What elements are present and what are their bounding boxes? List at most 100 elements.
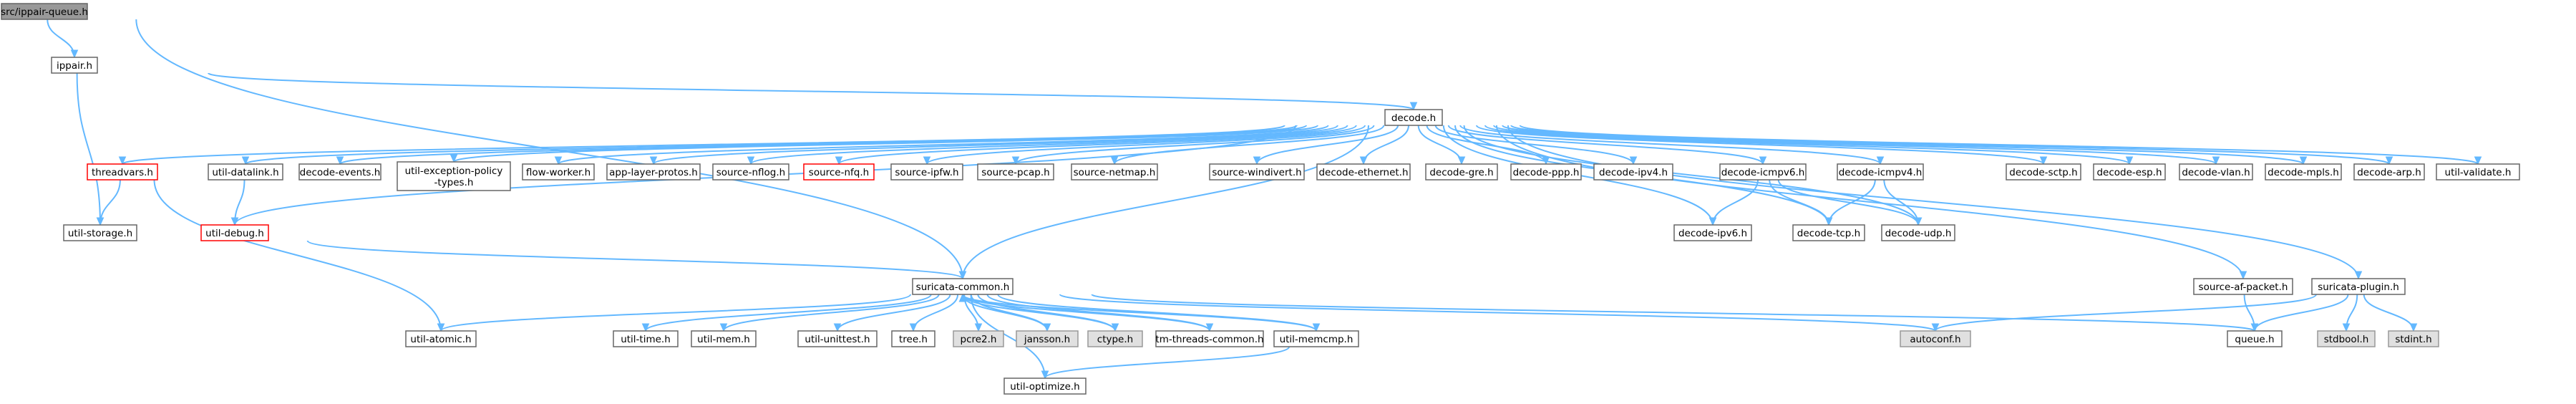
node-decode-sctp[interactable]: decode-sctp.h <box>2006 163 2081 181</box>
node-ctype[interactable]: ctype.h <box>1087 330 1143 347</box>
node-label: src/ippair-queue.h <box>1 6 88 18</box>
edge-decode-to-source-pcap <box>1011 125 1375 165</box>
node-util-exception-policy-types[interactable]: util-exception-policy-types.h <box>397 161 511 191</box>
node-util-optimize[interactable]: util-optimize.h <box>1003 377 1087 395</box>
node-label: ctype.h <box>1097 334 1133 345</box>
edge-suricata-plugin-to-stdint <box>2363 294 2418 332</box>
node-decode-events[interactable]: decode-events.h <box>298 163 381 181</box>
node-util-memcmp[interactable]: util-memcmp.h <box>1273 330 1359 347</box>
node-util-validate[interactable]: util-validate.h <box>2436 163 2520 181</box>
edge-util-memcmp-to-util-optimize <box>1041 346 1291 380</box>
edge-util-debug-to-suricata-common <box>306 240 967 280</box>
node-ippair[interactable]: ippair.h <box>51 57 98 74</box>
node-suricata-common[interactable]: suricata-common.h <box>912 278 1014 295</box>
node-util-unittest[interactable]: util-unittest.h <box>797 330 878 347</box>
node-decode[interactable]: decode.h <box>1384 109 1443 126</box>
edge-decode-to-source-af-packet <box>1495 125 2247 280</box>
node-label: source-pcap.h <box>981 167 1049 178</box>
edge-decode-to-threadvars <box>118 125 1285 165</box>
edge-threadvars-to-util-storage <box>96 179 121 226</box>
node-label: app-layer-protos.h <box>609 167 698 178</box>
node-label: suricata-plugin.h <box>2318 282 2399 293</box>
node-label: source-nflog.h <box>716 167 785 178</box>
node-flow-worker[interactable]: flow-worker.h <box>522 163 595 181</box>
node-label: decode-ipv6.h <box>1678 228 1747 239</box>
node-decode-tcp[interactable]: decode-tcp.h <box>1792 224 1865 241</box>
node-decode-ppp[interactable]: decode-ppp.h <box>1510 163 1582 181</box>
node-queue[interactable]: queue.h <box>2227 330 2283 347</box>
node-ippair-queue[interactable]: src/ippair-queue.h <box>1 3 88 20</box>
edge-suricata-common-to-autoconf <box>1059 294 1940 332</box>
node-decode-vlan[interactable]: decode-vlan.h <box>2179 163 2253 181</box>
node-label: util-optimize.h <box>1010 381 1080 393</box>
node-source-netmap[interactable]: source-netmap.h <box>1071 163 1158 181</box>
node-stdint[interactable]: stdint.h <box>2388 330 2439 347</box>
node-app-layer-protos[interactable]: app-layer-protos.h <box>606 163 701 181</box>
edge-jansson-to-suricata-common <box>958 293 1048 332</box>
node-source-af-packet[interactable]: source-af-packet.h <box>2193 278 2293 295</box>
node-util-time[interactable]: util-time.h <box>613 330 679 347</box>
node-source-windivert[interactable]: source-windivert.h <box>1209 163 1305 181</box>
node-label: decode-sctp.h <box>2009 167 2077 178</box>
node-util-mem[interactable]: util-mem.h <box>691 330 757 347</box>
node-label: util-datalink.h <box>212 167 278 178</box>
node-label: util-memcmp.h <box>1280 334 1353 345</box>
node-source-nflog[interactable]: source-nflog.h <box>712 163 789 181</box>
node-source-nfq[interactable]: source-nfq.h <box>803 163 875 181</box>
node-label: decode-arp.h <box>2357 167 2421 178</box>
edge-decode-to-util-validate <box>1519 125 2482 165</box>
node-label: util-storage.h <box>68 228 132 239</box>
node-stdbool[interactable]: stdbool.h <box>2317 330 2376 347</box>
node-pcre2[interactable]: pcre2.h <box>953 330 1004 347</box>
node-label: decode-ethernet.h <box>1318 167 1408 178</box>
node-label: decode.h <box>1391 112 1436 124</box>
edge-decode-to-suricata-plugin <box>1507 125 2363 280</box>
edge-ippair-queue-to-ippair <box>47 19 79 59</box>
node-decode-udp[interactable]: decode-udp.h <box>1881 224 1955 241</box>
node-threadvars[interactable]: threadvars.h <box>87 163 158 181</box>
node-decode-icmpv6[interactable]: decode-icmpv6.h <box>1719 163 1807 181</box>
node-decode-icmpv4[interactable]: decode-icmpv4.h <box>1837 163 1924 181</box>
node-decode-gre[interactable]: decode-gre.h <box>1425 163 1498 181</box>
edge-decode-to-util-datalink <box>241 125 1298 165</box>
edge-suricata-common-to-util-mem <box>719 294 940 332</box>
node-label: util-debug.h <box>205 228 264 239</box>
node-decode-ethernet[interactable]: decode-ethernet.h <box>1316 163 1411 181</box>
node-label: threadvars.h <box>92 167 153 178</box>
node-label: autoconf.h <box>1910 334 1960 345</box>
node-label: tree.h <box>899 334 928 345</box>
edges-layer <box>47 19 2482 380</box>
edge-decode-to-decode-mpls <box>1502 125 2308 165</box>
node-label: util-exception-policy <box>405 165 503 177</box>
node-decode-ipv4[interactable]: decode-ipv4.h <box>1593 163 1673 181</box>
node-label: ippair.h <box>57 60 92 72</box>
edge-decode-to-source-netmap <box>1110 125 1385 165</box>
edge-decode-to-decode-ethernet <box>1359 125 1409 165</box>
node-jansson[interactable]: jansson.h <box>1016 330 1079 347</box>
node-label: suricata-common.h <box>916 282 1010 293</box>
node-label: util-atomic.h <box>410 334 471 345</box>
node-label: tm-threads-common.h <box>1155 334 1263 345</box>
node-util-storage[interactable]: util-storage.h <box>63 224 137 241</box>
node-source-pcap[interactable]: source-pcap.h <box>977 163 1054 181</box>
node-decode-esp[interactable]: decode-esp.h <box>2093 163 2166 181</box>
node-suricata-plugin[interactable]: suricata-plugin.h <box>2311 278 2406 295</box>
node-label: source-windivert.h <box>1212 167 1301 178</box>
node-util-debug[interactable]: util-debug.h <box>200 224 269 241</box>
edge-decode-to-decode-gre <box>1417 125 1466 165</box>
node-label: source-netmap.h <box>1074 167 1156 178</box>
node-label: decode-tcp.h <box>1797 228 1860 239</box>
node-tm-threads-common[interactable]: tm-threads-common.h <box>1155 330 1264 347</box>
node-autoconf[interactable]: autoconf.h <box>1900 330 1971 347</box>
node-label: flow-worker.h <box>526 167 590 178</box>
node-decode-mpls[interactable]: decode-mpls.h <box>2265 163 2342 181</box>
node-decode-arp[interactable]: decode-arp.h <box>2353 163 2425 181</box>
node-util-datalink[interactable]: util-datalink.h <box>208 163 283 181</box>
node-util-atomic[interactable]: util-atomic.h <box>405 330 477 347</box>
node-source-ipfw[interactable]: source-ipfw.h <box>890 163 963 181</box>
node-tree[interactable]: tree.h <box>891 330 935 347</box>
edge-suricata-common-to-util-atomic <box>437 294 912 332</box>
node-label: decode-icmpv4.h <box>1839 167 1923 178</box>
node-decode-ipv6[interactable]: decode-ipv6.h <box>1673 224 1752 241</box>
